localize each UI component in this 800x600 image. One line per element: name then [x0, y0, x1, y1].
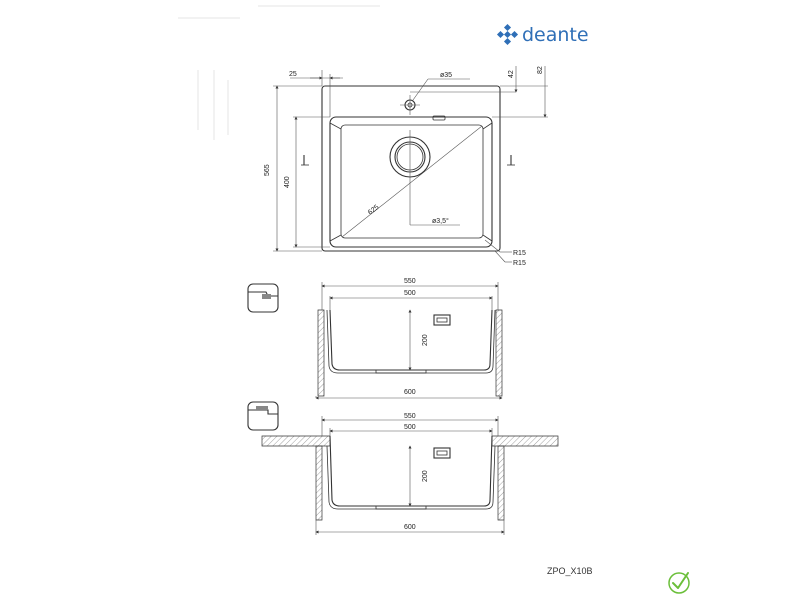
dim-height-outer: 565	[264, 164, 271, 176]
section-topmount: 550 500 200 600	[261, 413, 559, 535]
topmount-dim-bottom: 600	[404, 524, 416, 531]
topmount-dim-depth: 200	[422, 470, 429, 482]
dim-edge-offset: 25	[289, 71, 297, 78]
background-ghost-lines	[178, 5, 380, 140]
sink-bowl-outer	[329, 116, 493, 248]
flush-dim-depth: 200	[422, 334, 429, 346]
dim-diagonal: 625	[367, 204, 381, 217]
deante-diamond-logo-icon	[496, 23, 519, 46]
flush-dim-bottom: 600	[404, 389, 416, 396]
brand-name: deante	[522, 24, 589, 46]
undermount-icon	[247, 401, 279, 431]
sink-outer-plate	[321, 85, 501, 252]
brand-logo: deante	[496, 23, 589, 46]
radius-inner: R15	[513, 250, 526, 257]
sink-bowl-inner	[340, 124, 484, 239]
drain	[389, 130, 460, 226]
check-circle-icon	[668, 572, 690, 594]
top-view: 25 ø35 42 82 565 400 625 ø3,5° R15 R15	[264, 66, 548, 267]
flush-dim-top-inner: 500	[404, 290, 416, 297]
overflow-box-2	[433, 447, 451, 459]
topmount-dim-top-outer: 550	[404, 413, 416, 420]
dim-tap-hole: ø35	[440, 72, 452, 79]
dim-right-a: 42	[508, 70, 515, 78]
flush-mount-icon	[247, 283, 279, 313]
product-code: ZPO_X10B	[547, 566, 593, 576]
overflow-slot	[432, 115, 446, 121]
section-marks	[301, 155, 515, 166]
overflow-box	[433, 314, 451, 326]
dim-drain-slope: ø3,5°	[432, 217, 449, 225]
dim-right-b: 82	[537, 66, 544, 74]
section-flush: 550 500 200 600	[315, 278, 503, 400]
dim-height-inner: 400	[284, 176, 291, 188]
radius-outer: R15	[513, 260, 526, 267]
topmount-dim-top-inner: 500	[404, 424, 416, 431]
tap-hole	[400, 95, 420, 115]
flush-dim-top-outer: 550	[404, 278, 416, 285]
